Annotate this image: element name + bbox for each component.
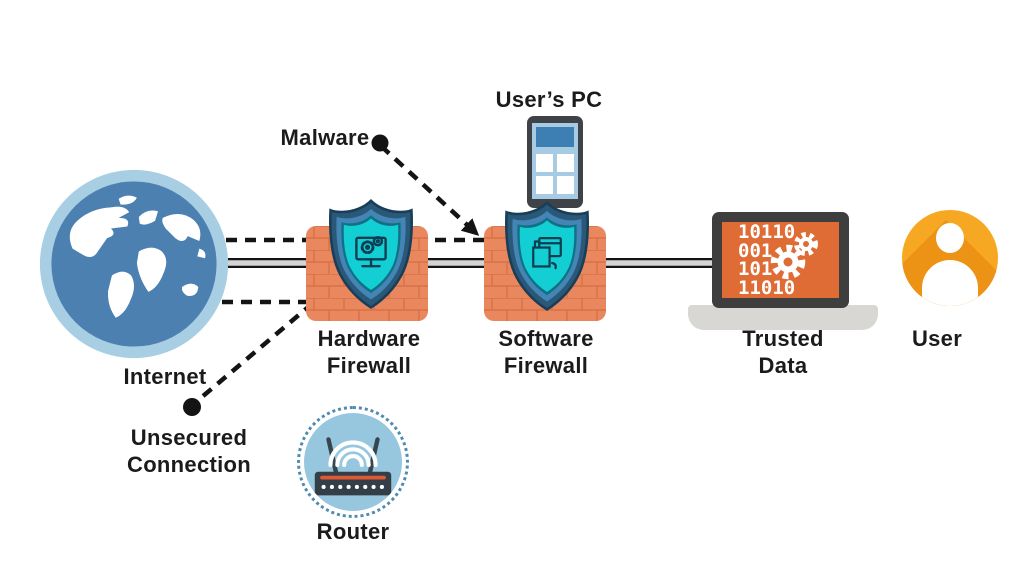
users-pc-device-icon	[527, 116, 583, 208]
continents	[69, 195, 206, 318]
unsecured-connection-label: Unsecured Connection	[127, 425, 251, 477]
binary-code-text: 10110 001 101 11010	[738, 222, 796, 298]
router-leds	[321, 484, 384, 490]
wifi-router-glyph	[314, 437, 392, 496]
router-label: Router	[316, 519, 390, 544]
pc-screen-header	[536, 127, 574, 147]
malware-dashed-arrow	[379, 144, 480, 236]
laptop-base	[688, 305, 878, 330]
hardware-firewall-shield-icon	[329, 199, 413, 309]
monitor-gears-icon	[355, 235, 387, 268]
router-circle	[304, 413, 402, 511]
pc-grid-tile	[536, 154, 553, 172]
pc-grid-tile	[557, 154, 574, 172]
unsecured-dot	[183, 398, 201, 416]
internet-label: Internet	[123, 364, 207, 389]
avatar-torso	[922, 260, 978, 306]
users-pc-label: User’s PC	[495, 87, 603, 112]
router-icon	[297, 406, 409, 518]
pc-grid-tile	[536, 176, 553, 194]
hardware-firewall-label: Hardware Firewall	[317, 326, 421, 378]
pc-grid-tile	[557, 176, 574, 194]
gears-icon	[770, 232, 818, 280]
app-windows-icon	[532, 236, 562, 270]
malware-dot	[371, 134, 389, 152]
user-avatar-icon	[902, 210, 998, 306]
user-label: User	[911, 326, 963, 351]
avatar-head	[936, 223, 964, 253]
internet-globe-icon	[39, 169, 229, 359]
software-firewall-label: Software Firewall	[498, 326, 594, 378]
malware-label: Malware	[280, 125, 370, 150]
wifi-arcs-icon	[328, 440, 378, 467]
router-body	[314, 471, 392, 496]
unsecured-dashed-line	[194, 301, 315, 404]
router-stripe	[320, 475, 386, 480]
laptop-screen: 10110 001 101 11010	[722, 222, 839, 298]
software-firewall-shield-icon	[505, 201, 589, 311]
pc-screen	[532, 123, 578, 199]
trusted-data-label: Trusted Data	[742, 326, 824, 378]
trusted-data-laptop-icon: 10110 001 101 11010	[712, 212, 849, 308]
pc-window-grid	[536, 154, 574, 194]
